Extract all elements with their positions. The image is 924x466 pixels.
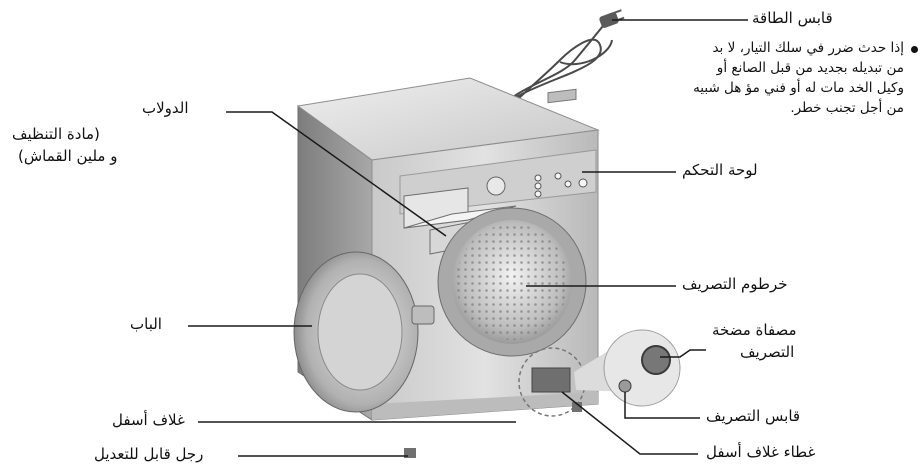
label-drain-pump-filter-1: مصفاة مضخة	[712, 321, 797, 339]
warning-line-1: إذا حدث ضرر في سلك التيار، لا بد	[712, 40, 904, 56]
label-door: الباب	[130, 315, 162, 333]
label-adjustable-foot: رجل قابل للتعديل	[94, 445, 204, 463]
leader-drain-plug	[624, 392, 700, 419]
label-drain-pump-filter-2: التصريف	[740, 343, 795, 361]
lower-cover-panel	[372, 392, 598, 420]
label-drain-plug: قابس التصريف	[706, 407, 801, 425]
label-power-plug: قابس الطاقة	[752, 9, 833, 27]
warning-line-2: من تبديله بجديد من قبل الصانع أو	[716, 60, 904, 76]
drum-holes	[456, 224, 568, 340]
drain-plug-icon	[618, 379, 632, 393]
door-hinge	[411, 305, 435, 325]
label-drain-hose: خرطوم التصريف	[682, 275, 788, 293]
leader-drain-pump-filter	[660, 349, 706, 358]
label-lower-cover: غلاف أسفل	[112, 411, 185, 429]
label-drawer-note-2: و ملين القماش)	[18, 147, 118, 165]
door-glass	[317, 273, 403, 391]
power-cord-warning: إذا حدث ضرر في سلك التيار، لا بد من تبدي…	[693, 38, 904, 118]
power-cord	[497, 21, 613, 113]
power-plug-icon	[599, 9, 625, 28]
warning-line-4: من أجل تجنب خطر.	[790, 100, 904, 116]
label-drawer: الدولاب	[142, 99, 189, 117]
leader-lines	[188, 19, 748, 457]
warning-line-3: وكيل الخد مات له أو فني مؤ هل شبيه	[693, 80, 904, 96]
label-lower-cover-cap: غطاء غلاف أسفل	[706, 443, 816, 461]
program-knob-icon	[486, 176, 506, 196]
leader-lower-cover-cap	[561, 391, 698, 455]
drain-pump-filter-icon	[641, 345, 671, 375]
label-drawer-note-1: (مادة التنظيف	[12, 125, 100, 143]
display-window	[547, 88, 577, 104]
adjustable-foot-icon	[404, 448, 416, 458]
warning-bullet	[911, 46, 918, 53]
filter-cover-icon	[531, 367, 571, 393]
leader-drawer	[226, 111, 447, 237]
adjustable-foot-icon-2	[572, 402, 582, 412]
label-control-panel: لوحة التحكم	[682, 161, 758, 179]
control-buttons	[534, 172, 588, 198]
